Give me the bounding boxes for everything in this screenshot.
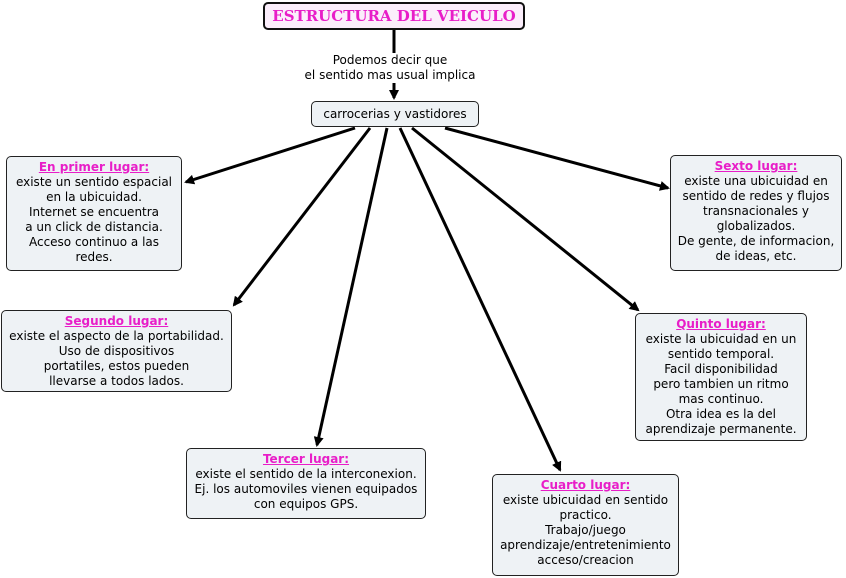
central-node: carrocerias y vastidores (311, 101, 479, 127)
node-sexto-lugar: Sexto lugar: existe una ubicuidad en sen… (670, 155, 842, 271)
node-line: sentido temporal. (667, 347, 775, 361)
node-line: pero tambien un ritmo (653, 377, 789, 391)
node-heading: Tercer lugar: (262, 452, 350, 466)
node-line: globalizados. (716, 219, 796, 233)
arrow-to-tercer (313, 127, 389, 447)
node-line: Acceso continuo a las (28, 235, 160, 249)
node-line: llevarse a todos lados. (49, 374, 184, 388)
node-heading: Quinto lugar: (676, 317, 766, 331)
link-label-line: Podemos decir que (332, 53, 448, 67)
node-line: existe la ubicuidad en un (645, 332, 797, 346)
node-line: sentido de redes y flujos (682, 189, 830, 203)
arrow-to-quinto (411, 126, 640, 312)
node-line: existe el sentido de la interconexion. (195, 467, 417, 481)
link-label: Podemos decir que el sentido mas usual i… (290, 53, 490, 83)
node-line: portatiles, estos pueden (43, 359, 190, 373)
node-line: de ideas, etc. (715, 249, 797, 263)
node-line: Ej. los automoviles vienen equipados (194, 482, 418, 496)
node-line: Facil disponibilidad (664, 362, 778, 376)
node-segundo-lugar: Segundo lugar: existe el aspecto de la p… (1, 310, 232, 392)
node-line: Trabajo/juego (545, 523, 626, 537)
node-cuarto-lugar: Cuarto lugar: existe ubicuidad en sentid… (492, 474, 679, 576)
arrow-to-cuarto (398, 127, 562, 472)
node-line: a un click de distancia. (25, 220, 163, 234)
node-line: existe ubicuidad en sentido (502, 493, 669, 507)
node-line: existe un sentido espacial (15, 175, 173, 189)
arrow-to-primer (184, 126, 356, 185)
node-line: en la ubicuidad. (46, 190, 142, 204)
node-primer-lugar: En primer lugar: existe un sentido espac… (6, 156, 182, 271)
node-line: De gente, de informacion, (677, 234, 835, 248)
arrow-to-segundo (232, 127, 372, 307)
node-line: existe una ubicuidad en (684, 174, 828, 188)
node-line: transnacionales y (703, 204, 809, 218)
node-line: con equipos GPS. (253, 497, 359, 511)
node-line: aprendizaje/entretenimiento (500, 538, 671, 552)
node-line: mas continuo. (678, 392, 764, 406)
node-line: acceso/creacion (537, 553, 634, 567)
node-quinto-lugar: Quinto lugar: existe la ubicuidad en un … (635, 313, 807, 441)
node-line: existe el aspecto de la portabilidad. (9, 329, 224, 343)
diagram-title: ESTRUCTURA DEL VEICULO (263, 2, 525, 30)
node-heading: Segundo lugar: (64, 314, 169, 328)
node-heading: Cuarto lugar: (540, 478, 631, 492)
node-line: Otra idea es la del (665, 407, 777, 421)
node-tercer-lugar: Tercer lugar: existe el sentido de la in… (186, 448, 426, 519)
node-line: Uso de dispositivos (58, 344, 175, 358)
node-line: redes. (75, 250, 113, 264)
node-heading: En primer lugar: (38, 160, 150, 174)
node-heading: Sexto lugar: (714, 159, 798, 173)
node-line: Internet se encuentra (28, 205, 160, 219)
arrow-to-sexto (444, 126, 670, 191)
node-line: aprendizaje permanente. (645, 422, 797, 436)
link-label-line: el sentido mas usual implica (304, 68, 476, 82)
node-line: practico. (559, 508, 612, 522)
